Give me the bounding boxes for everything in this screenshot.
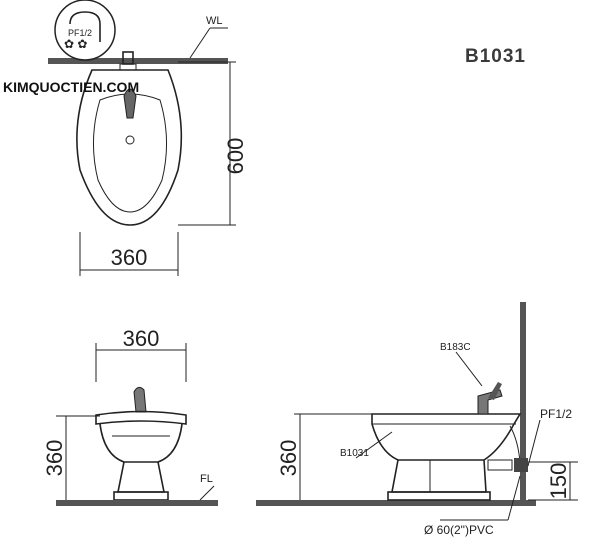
side-view: 360 B183C B1031 PF1/2 150 Ø 60(2")PVC — [256, 302, 578, 537]
front-view: 360 FL 360 — [42, 326, 218, 506]
bowl-rim-top — [93, 93, 167, 213]
supply-height-dimension: 150 — [546, 463, 571, 500]
pedestal-front — [117, 461, 165, 493]
model-title: B1031 — [465, 46, 526, 67]
top-view: WL 600 360 — [48, 15, 248, 276]
supply-label: PF1/2 — [540, 407, 572, 421]
logo-circle — [54, 0, 116, 61]
rim-front — [95, 410, 187, 425]
wall-label: WL — [206, 15, 223, 27]
drain-label: Ø 60(2")PVC — [424, 523, 494, 537]
pedestal-side — [391, 459, 487, 493]
logo-text: PF1/2 — [68, 28, 92, 38]
watermark: KIMQUOCTIEN.COM — [3, 79, 139, 95]
floor-side — [256, 500, 536, 506]
floor-front — [56, 500, 218, 506]
drain-hole-top — [125, 135, 135, 145]
model-label: B1031 — [340, 448, 369, 459]
wall-leader — [189, 27, 211, 59]
base-front — [113, 491, 169, 501]
logo-flower-icon: ✿ ✿ — [64, 37, 87, 51]
floor-label: FL — [200, 473, 213, 485]
wall-side — [520, 302, 526, 506]
bidet-outline-top — [76, 69, 183, 226]
supply-pipe — [509, 425, 521, 463]
depth-dimension: 600 — [223, 138, 248, 175]
logo-tap-icon — [69, 11, 101, 42]
drain-pipe — [487, 459, 513, 471]
wall-connector — [514, 458, 528, 472]
front-height-dimension: 360 — [42, 440, 67, 477]
faucet-label: B183C — [440, 342, 471, 353]
front-width-dimension: 360 — [123, 326, 160, 351]
base-side — [387, 491, 491, 501]
bowl-side — [371, 413, 522, 461]
faucet-lever-side — [488, 382, 502, 400]
side-height-dimension: 360 — [276, 440, 301, 477]
wall-bar — [48, 58, 228, 64]
faucet-side — [477, 389, 503, 415]
faucet-front — [133, 386, 147, 413]
bowl-front — [99, 423, 183, 463]
faucet-top — [123, 88, 137, 119]
brand-logo: PF1/2 ✿ ✿ — [54, 0, 116, 61]
width-dimension: 360 — [111, 245, 148, 270]
supply-flange — [119, 63, 137, 71]
